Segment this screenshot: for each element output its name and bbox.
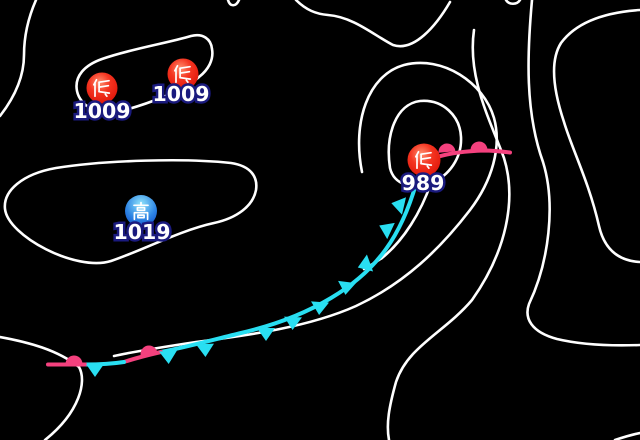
cold-front-triangle-icon — [86, 364, 104, 377]
isobar-path — [526, 0, 640, 347]
cold-front-triangle-icon — [196, 343, 214, 357]
cold-front-triangle-icon — [357, 254, 374, 272]
pressure-center-low: 989 — [399, 143, 447, 198]
cold-front-triangle-icon — [338, 280, 356, 295]
isobar-path — [386, 28, 511, 440]
pressure-value-label: 1009 — [73, 99, 130, 123]
low-symbol-stroke — [98, 79, 110, 84]
isobar-path — [613, 431, 640, 440]
pressure-center-high: 1019 — [111, 195, 173, 247]
low-symbol-stroke — [179, 76, 192, 80]
isobar-path — [226, 0, 241, 7]
isobar-path — [0, 0, 38, 118]
fronts-layer — [46, 141, 512, 377]
warm-front-segment — [435, 148, 512, 159]
cold-front-triangle-icon — [311, 301, 329, 315]
pressure-center-low: 1009 — [150, 58, 212, 109]
pressure-value-label: 1019 — [113, 220, 170, 244]
isobar-path — [552, 8, 640, 264]
warm-front-scallop-icon — [438, 143, 456, 153]
cold-front-triangle-icon — [159, 350, 177, 364]
low-symbol-stroke — [426, 165, 430, 170]
cold-front-segment — [159, 182, 418, 354]
warm-front-segment — [122, 350, 163, 364]
isobar-path — [75, 33, 214, 115]
low-symbol-stroke — [104, 93, 108, 98]
high-symbol-stroke — [137, 214, 145, 219]
low-symbol-stroke — [98, 84, 110, 88]
warm-front-scallop-icon — [65, 355, 83, 365]
pressure-value-label: 989 — [402, 171, 445, 195]
high-symbol-glyph — [133, 201, 149, 221]
low-symbol-stroke — [98, 90, 111, 94]
low-symbol-stroke — [420, 156, 432, 160]
high-symbol-stroke — [133, 211, 149, 221]
high-symbol-stroke — [136, 206, 146, 212]
warm-front-scallop-icon — [140, 345, 158, 356]
warm-front-scallop-icon — [470, 141, 488, 152]
isobar-path — [3, 158, 258, 265]
isobar-path — [387, 99, 463, 188]
low-symbol-stroke — [420, 162, 433, 166]
cold-front-triangle-icon — [284, 316, 302, 330]
isobar-path — [0, 335, 84, 440]
low-pressure-circle — [407, 143, 441, 177]
cold-front-triangle-icon — [391, 197, 407, 215]
pressure-centers-layer: 1009 1009 989 1019 — [71, 58, 447, 247]
low-symbol-glyph — [92, 78, 111, 98]
isobar-path — [294, 0, 452, 48]
low-symbol-glyph — [414, 150, 433, 170]
low-symbol-stroke — [420, 151, 432, 156]
cold-front-triangle-icon — [379, 222, 395, 240]
low-symbol-glyph — [173, 64, 192, 84]
low-symbol-stroke — [185, 79, 189, 84]
cold-front-triangle-icon — [257, 328, 275, 341]
pressure-value-label: 1009 — [152, 82, 209, 106]
low-symbol-stroke — [179, 65, 191, 70]
low-symbol-stroke — [179, 70, 191, 74]
pressure-center-low: 1009 — [71, 72, 133, 126]
isobar-path — [504, 0, 522, 6]
